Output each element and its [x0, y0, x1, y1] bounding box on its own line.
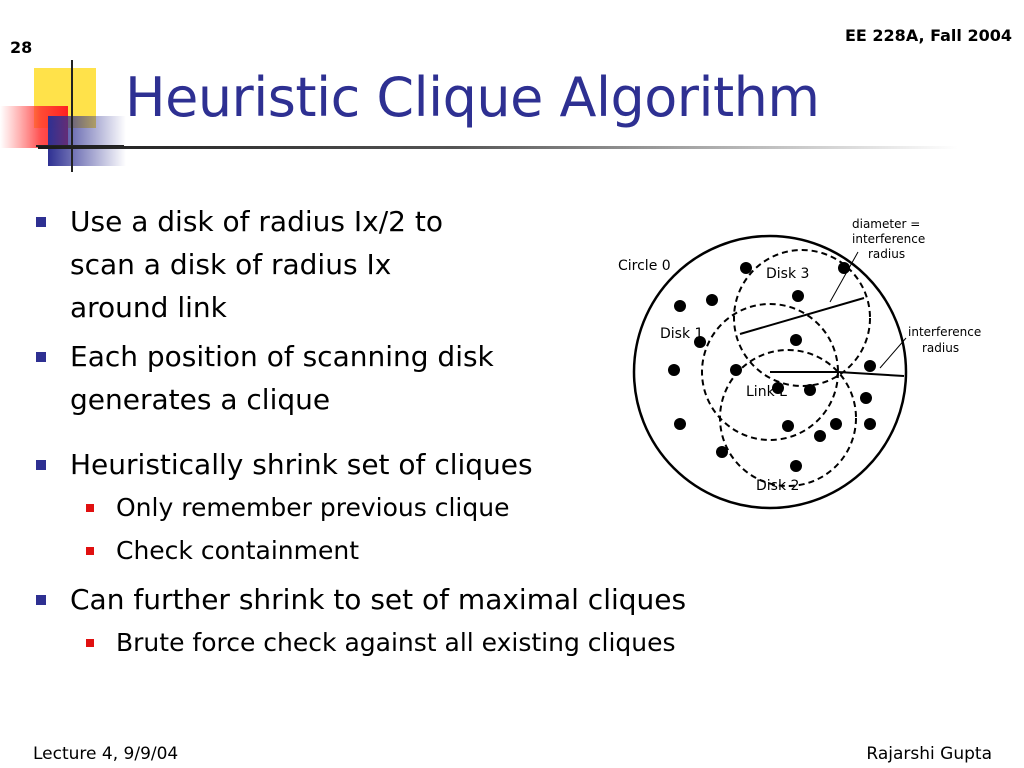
diameter-line: [739, 297, 865, 335]
disk-3: [733, 249, 871, 387]
circle-0: [632, 234, 908, 510]
slide-title: Heuristic Clique Algorithm: [125, 66, 820, 129]
interference-radius-line: [837, 371, 905, 377]
title-decoration: [0, 60, 126, 172]
slide-number: 28: [10, 38, 33, 57]
label-disk-1: Disk 1: [660, 326, 703, 342]
title-rule: [38, 146, 958, 149]
sub-bullet-containment: Check containment: [32, 529, 792, 572]
label-diameter-1: diameter =: [852, 217, 920, 231]
disk-2: [719, 349, 857, 487]
bullet-shrink-cliques: Heuristically shrink set of cliques: [32, 443, 792, 486]
course-tag: EE 228A, Fall 2004: [844, 26, 1012, 45]
node-dots: [668, 262, 876, 472]
radius-pointer: [879, 337, 907, 369]
footer-lecture: Lecture 4, 9/9/04: [33, 744, 179, 764]
sub-bullet-brute-force: Brute force check against all existing c…: [32, 621, 792, 664]
bullet-clique-generation: Each position of scanning disk generates…: [32, 335, 570, 421]
footer-author: Rajarshi Gupta: [866, 744, 992, 764]
bullet-maximal-cliques: Can further shrink to set of maximal cli…: [32, 578, 792, 621]
diameter-pointer: [829, 251, 859, 303]
bullet-list: Use a disk of radius Ix/2 to scan a disk…: [32, 200, 792, 664]
label-link: Link L: [746, 384, 787, 400]
bullet-scan-disk: Use a disk of radius Ix/2 to scan a disk…: [32, 200, 570, 329]
label-circle-0: Circle 0: [618, 258, 671, 274]
label-radius-1: interference: [908, 325, 981, 339]
radius-segment: [835, 371, 839, 379]
label-diameter-3: radius: [868, 247, 905, 261]
sub-bullet-previous-clique: Only remember previous clique: [32, 486, 792, 529]
label-diameter-2: interference: [852, 232, 925, 246]
label-radius-2: radius: [922, 341, 959, 355]
clique-diagram: Circle 0 Disk 1 Disk 2 Disk 3 Link L dia…: [618, 217, 981, 510]
label-disk-2: Disk 2: [756, 478, 799, 494]
label-disk-3: Disk 3: [766, 266, 809, 282]
